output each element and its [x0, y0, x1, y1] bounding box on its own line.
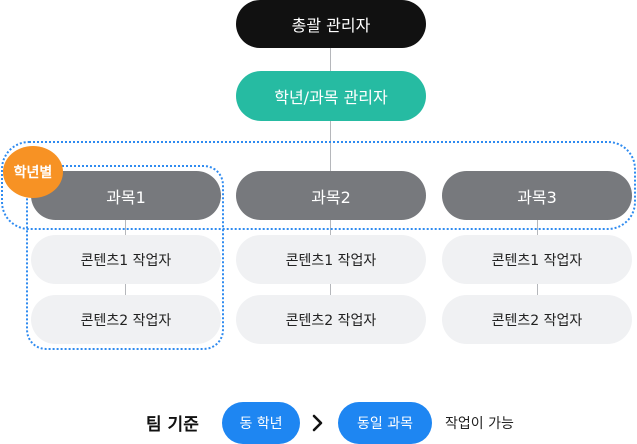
worker-node: 콘텐츠2 작업자	[31, 295, 221, 344]
same-grade-chip: 동 학년	[222, 402, 300, 444]
worker-label: 콘텐츠2 작업자	[80, 312, 172, 329]
legend-note: 작업이 가능	[445, 416, 514, 432]
worker-node: 콘텐츠1 작업자	[442, 235, 632, 284]
grade-group-outline	[1, 141, 636, 230]
connector-middle-subject2	[330, 121, 331, 171]
worker-label: 콘텐츠1 작업자	[491, 252, 583, 269]
same-subject-label: 동일 과목	[357, 416, 413, 432]
chevron-right-icon	[312, 414, 323, 432]
subject-node-1: 과목1	[31, 171, 221, 220]
grade-badge: 학년별	[3, 146, 63, 198]
grade-subject-admin-node: 학년/과목 관리자	[236, 71, 426, 121]
grade-badge-label: 학년별	[13, 165, 53, 181]
connector-top-middle	[330, 48, 331, 71]
worker-label: 콘텐츠1 작업자	[80, 252, 172, 269]
subject-label: 과목3	[517, 187, 557, 207]
worker-node: 콘텐츠2 작업자	[442, 295, 632, 344]
grade-subject-admin-label: 학년/과목 관리자	[274, 88, 388, 107]
subject-label: 과목1	[106, 187, 146, 207]
subject-node-3: 과목3	[442, 171, 632, 220]
worker-node: 콘텐츠1 작업자	[236, 235, 426, 284]
worker-label: 콘텐츠1 작업자	[285, 252, 377, 269]
worker-label: 콘텐츠2 작업자	[285, 312, 377, 329]
team-criteria-legend: 팀 기준 동 학년 동일 과목 작업이 가능	[0, 402, 637, 444]
same-grade-label: 동 학년	[239, 416, 283, 432]
subject-node-2: 과목2	[236, 171, 426, 220]
worker-node: 콘텐츠1 작업자	[31, 235, 221, 284]
legend-title: 팀 기준	[146, 415, 199, 435]
general-admin-node: 총괄 관리자	[236, 0, 426, 48]
worker-label: 콘텐츠2 작업자	[491, 312, 583, 329]
subject-group-outline	[26, 165, 224, 350]
general-admin-label: 총괄 관리자	[291, 16, 371, 35]
worker-node: 콘텐츠2 작업자	[236, 295, 426, 344]
subject-label: 과목2	[311, 187, 351, 207]
same-subject-chip: 동일 과목	[338, 402, 432, 444]
